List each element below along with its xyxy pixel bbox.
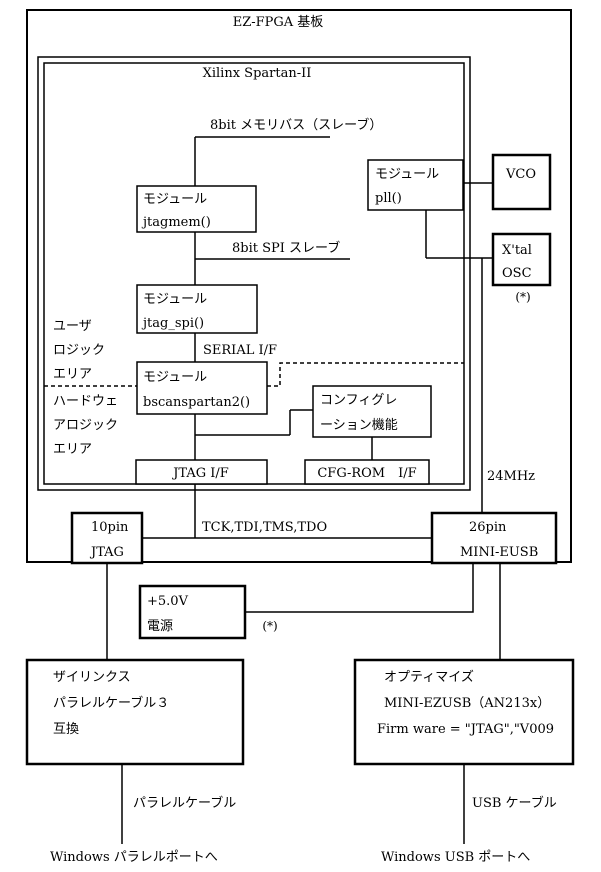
power-note: (*) bbox=[262, 619, 277, 633]
module-config-line2: ーション機能 bbox=[320, 418, 398, 433]
module-bscan-line2: bscanspartan2() bbox=[143, 395, 250, 410]
power-line1: +5.0V bbox=[147, 594, 189, 609]
board-frame bbox=[26, 9, 572, 563]
user-logic-line3: エリア bbox=[53, 367, 92, 382]
power-line bbox=[245, 563, 474, 613]
module-config-line1: コンフィグレ bbox=[320, 393, 397, 408]
parallel-port-label: Windows パラレルポートへ bbox=[50, 850, 218, 865]
user-logic-line1: ユーザ bbox=[53, 319, 92, 334]
fpga-title: Xilinx Spartan-II bbox=[203, 66, 312, 81]
parallel-cable-label: パラレルケーブル bbox=[133, 795, 236, 811]
optimize-usb-line1: オプティマイズ bbox=[384, 669, 474, 685]
usb-cable-label: USB ケーブル bbox=[472, 795, 557, 811]
usb-port-label: Windows USB ポートへ bbox=[381, 850, 530, 865]
cfg-rom-if-label: CFG-ROM I/F bbox=[317, 466, 416, 481]
module-pll-line1: モジュール bbox=[375, 167, 439, 182]
power-line2: 電源 bbox=[147, 619, 173, 634]
spi-slave-label: 8bit SPI スレーブ bbox=[232, 240, 340, 256]
serial-if-label: SERIAL I/F bbox=[203, 343, 277, 358]
clock-label: 24MHz bbox=[487, 469, 535, 484]
hard-logic-line3: エリア bbox=[53, 442, 92, 457]
xtal-note: (*) bbox=[515, 290, 530, 304]
optimize-usb-line3: Firm ware = "JTAG","V009 bbox=[377, 722, 554, 737]
optimize-usb-box: オプティマイズ MINI-EZUSB（AN213x） Firm ware = "… bbox=[353, 658, 575, 766]
module-jtagmem-line1: モジュール bbox=[143, 192, 207, 207]
xilinx-cable-line2: パラレルケーブル３ bbox=[53, 695, 169, 711]
module-jtag-spi-line1: モジュール bbox=[143, 292, 207, 307]
xilinx-cable-line3: 互換 bbox=[53, 722, 79, 737]
xtal-line1: X'tal bbox=[502, 243, 532, 258]
xtal-osc-box: X'tal OSC bbox=[491, 232, 552, 287]
vco-label: VCO bbox=[505, 167, 536, 182]
xtal-line2: OSC bbox=[502, 266, 532, 281]
vco-box: VCO bbox=[491, 153, 552, 211]
fpga-frame-outer bbox=[37, 56, 471, 491]
module-jtagmem: モジュール jtagmem() bbox=[136, 185, 257, 233]
xilinx-cable-box: ザイリンクス パラレルケーブル３ 互換 bbox=[25, 658, 245, 766]
logic-boundary-dashed bbox=[44, 362, 464, 387]
power-box: +5.0V 電源 bbox=[138, 584, 247, 640]
user-logic-region-label: ユーザ ロジック エリア bbox=[53, 319, 105, 382]
cfg-rom-if-box: CFG-ROM I/F bbox=[304, 459, 430, 485]
module-jtag-spi-line2: jtag_spi() bbox=[141, 316, 204, 331]
jtag-if-label: JTAG I/F bbox=[171, 466, 229, 481]
module-bscan-line1: モジュール bbox=[143, 370, 207, 385]
jtag-if-box: JTAG I/F bbox=[135, 459, 268, 485]
module-pll: モジュール pll() bbox=[367, 159, 464, 211]
module-jtag-spi: モジュール jtag_spi() bbox=[136, 284, 258, 334]
connector-10pin-line2: JTAG bbox=[89, 545, 124, 560]
module-jtagmem-line2: jtagmem() bbox=[141, 215, 211, 230]
connector-26pin: 26pin MINI-EUSB bbox=[430, 511, 558, 565]
hard-logic-region-label: ハードウェ アロジック エリア bbox=[53, 394, 118, 457]
connector-10pin-line1: 10pin bbox=[91, 520, 129, 535]
connector-26pin-line1: 26pin bbox=[469, 520, 507, 535]
jtag-signals-label: TCK,TDI,TMS,TDO bbox=[202, 520, 327, 535]
fpga-connections bbox=[194, 136, 493, 460]
hard-logic-line1: ハードウェ bbox=[53, 394, 118, 409]
module-config: コンフィグレ ーション機能 bbox=[312, 385, 432, 438]
user-logic-line2: ロジック bbox=[53, 343, 105, 358]
connector-10pin: 10pin JTAG bbox=[70, 511, 144, 565]
hard-logic-line2: アロジック bbox=[53, 418, 118, 433]
module-bscan: モジュール bscanspartan2() bbox=[136, 361, 268, 415]
module-pll-line2: pll() bbox=[375, 191, 402, 206]
board-title: EZ-FPGA 基板 bbox=[233, 15, 324, 30]
memory-bus-label: 8bit メモリバス（スレーブ） bbox=[210, 117, 382, 133]
optimize-usb-line2: MINI-EZUSB（AN213x） bbox=[384, 696, 550, 711]
connector-26pin-line2: MINI-EUSB bbox=[460, 545, 538, 560]
xilinx-cable-line1: ザイリンクス bbox=[53, 670, 131, 685]
